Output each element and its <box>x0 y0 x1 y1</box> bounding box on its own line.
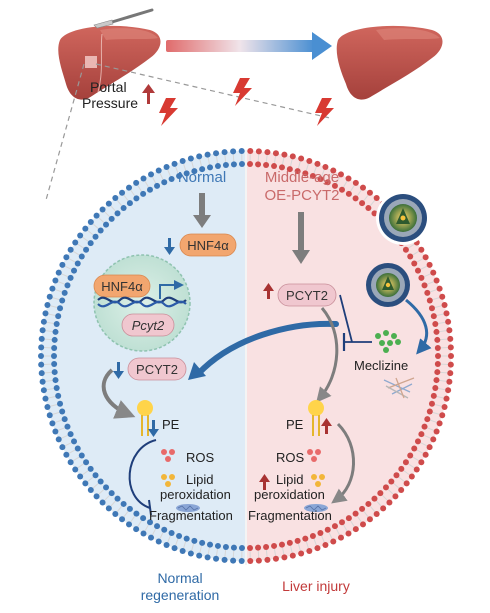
ros-icon <box>161 449 175 462</box>
transcription-arrow <box>159 280 184 299</box>
meclizine-inhibition <box>339 294 372 351</box>
ros-left-label: ROS <box>186 450 215 465</box>
pcyt2-left-label: PCYT2 <box>136 362 178 377</box>
middle-age-title-line1: Middle-age <box>265 169 339 186</box>
nanoparticle-release-arrow <box>405 298 432 355</box>
inhibition-bracket-left <box>128 439 157 509</box>
nucleus-hnf4a-label: HNF4α <box>101 279 143 294</box>
liver-right-icon <box>336 25 443 100</box>
lipid-left-line1: Lipid <box>186 472 213 487</box>
fragmentation-left-label: Fragmentation <box>149 508 233 523</box>
liver-left-icon <box>58 25 161 100</box>
lipid-up-arrow-icon <box>259 474 270 490</box>
lipid-peroxidation-icon <box>161 474 175 487</box>
ros-icon <box>307 449 321 462</box>
liver-injury-label: Liver injury <box>282 578 350 594</box>
pcyt2-right-label: PCYT2 <box>286 288 328 303</box>
lightning-icon <box>233 78 252 106</box>
pe-up-arrow-icon <box>321 418 332 434</box>
lipid-nanoparticle-icon <box>366 263 410 307</box>
pcyt2-left-pill: PCYT2 <box>127 357 187 381</box>
portal-pressure-line2: Pressure <box>82 95 138 111</box>
lipid-left-line2: peroxidation <box>160 487 231 502</box>
middle-age-title-line2: OE-PCYT2 <box>264 187 339 204</box>
hnf4a-pill: HNF4α <box>179 233 237 257</box>
pe-lipid-right-icon <box>308 400 324 436</box>
hnf4a-down-arrow-icon <box>164 238 175 255</box>
pcyt2-gene-label: Pcyt2 <box>132 318 165 333</box>
normal-down-arrow-1 <box>193 193 211 228</box>
hnf4a-label: HNF4α <box>187 238 229 253</box>
zoom-lines <box>45 63 331 201</box>
lipid-nanoparticle-icon <box>376 191 430 245</box>
portal-pressure-up-arrow-icon <box>142 84 155 104</box>
scalpel-icon <box>93 8 154 29</box>
fragmentation-right-label: Fragmentation <box>248 508 332 523</box>
cell-membrane <box>38 148 454 564</box>
portal-pressure-line1: Portal <box>90 79 127 95</box>
meclizine-effect-arrow <box>195 320 339 377</box>
lipid-right-line1: Lipid <box>276 472 303 487</box>
pe-right-label: PE <box>286 417 304 432</box>
pcyt2-to-pe-left-arrow <box>101 368 136 419</box>
pe-to-ros-right-arrow <box>331 422 355 504</box>
mitochondria-right-icon <box>304 504 328 512</box>
lightning-icon <box>159 98 178 126</box>
normal-regeneration-line2: regeneration <box>141 587 220 603</box>
pcyt2-gene-pill: Pcyt2 <box>121 313 175 337</box>
pe-left-label: PE <box>162 417 180 432</box>
dna-icon <box>97 296 187 308</box>
lightning-icon <box>315 98 334 126</box>
meclizine-label: Meclizine <box>354 358 408 373</box>
meclizine-particles-icon <box>375 330 401 353</box>
inhibition-bar <box>148 499 152 516</box>
fiber-debris-icon <box>383 377 415 399</box>
pe-down-arrow-icon <box>148 420 159 437</box>
normal-title: Normal <box>178 169 226 186</box>
meclizine-effect-arrowhead <box>188 362 206 380</box>
middle-age-down-arrow <box>292 212 310 264</box>
pe-lipid-left-icon <box>137 400 153 436</box>
ros-right-label: ROS <box>276 450 305 465</box>
transition-arrow <box>166 32 332 60</box>
pcyt2-to-pe-right-arrow <box>316 307 339 403</box>
mitochondria-left-icon <box>176 504 200 512</box>
pcyt2-right-pill: PCYT2 <box>277 283 337 307</box>
pcyt2-up-arrow-icon <box>263 283 274 299</box>
lipid-right-line2: peroxidation <box>254 487 325 502</box>
normal-regeneration-line1: Normal <box>157 570 202 586</box>
hnf4a-nucleus-pill: HNF4α <box>93 274 151 298</box>
lipid-peroxidation-icon <box>311 474 325 487</box>
pcyt2-down-arrow-icon <box>113 362 124 379</box>
